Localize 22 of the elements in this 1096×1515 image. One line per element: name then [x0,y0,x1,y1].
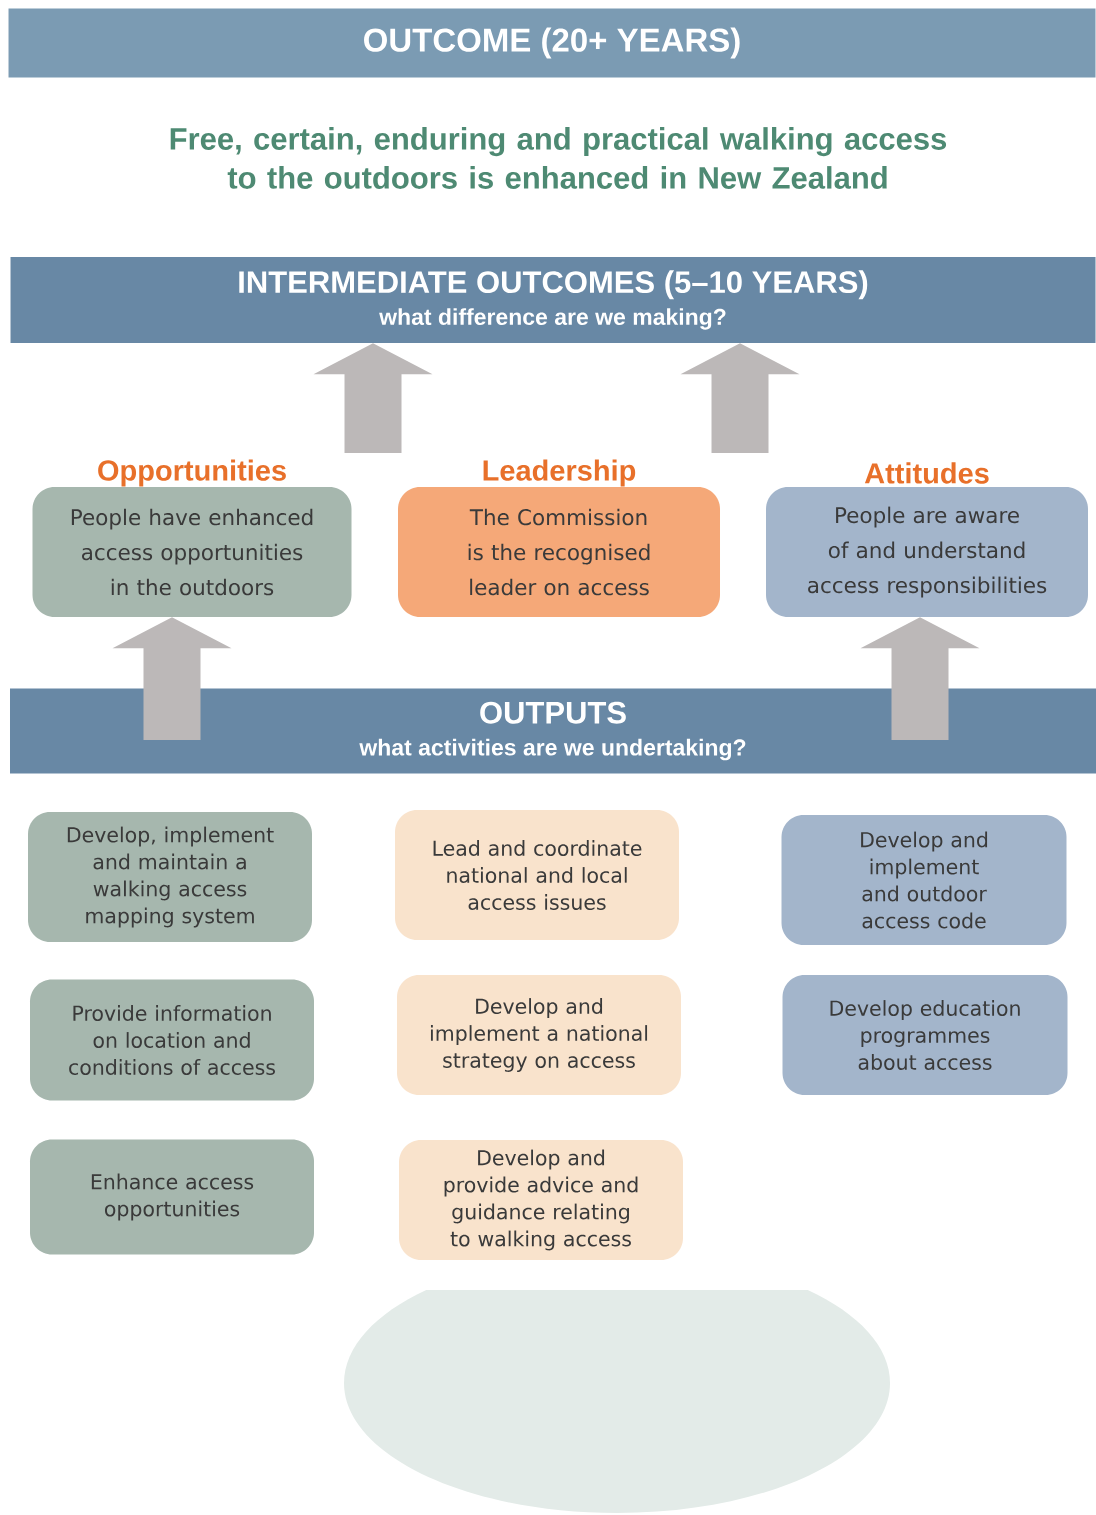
block-arrow [112,617,232,740]
box-heading: Leadership [483,459,636,487]
output-box: Develop and implement a national strategy on access [397,975,681,1095]
output-box: Enhance access opportunities [30,1139,314,1255]
block-arrow [860,617,980,740]
outcome-box: People are aware of and understand access responsibilities [766,487,1088,617]
outcome-box: People have enhanced access opportunities in the outdoors [32,487,352,617]
outcome-box: The Commission is the recognised leader on access [398,487,720,617]
output-box: Lead and coordinate national and local access issues [395,810,679,940]
block-arrow [313,343,433,453]
box-heading: Opportunities [98,459,286,487]
output-box: Develop education programmes about access [782,975,1068,1095]
output-box: Develop, implement and maintain a walking access mapping system [28,812,312,942]
heading-band: INTERMEDIATE OUTCOMES (5–10 YEARS) what difference are we making? [10,257,1096,343]
outcome-statement: Free, certain, enduring and practical walking access to the outdoors is enhanced in New Zealand [170,127,947,189]
heading-band: OUTPUTS what activities are we undertaking? [10,688,1096,774]
output-box: Provide information on location and conditions of access [30,979,314,1101]
heading-band: OUTCOME (20+ YEARS) [8,8,1096,78]
output-box: Develop and provide advice and guidance relating to walking access [399,1140,683,1260]
box-heading: Attitudes [864,462,989,484]
block-arrow [680,343,800,453]
output-box: Develop and implement and outdoor access code [781,815,1067,945]
